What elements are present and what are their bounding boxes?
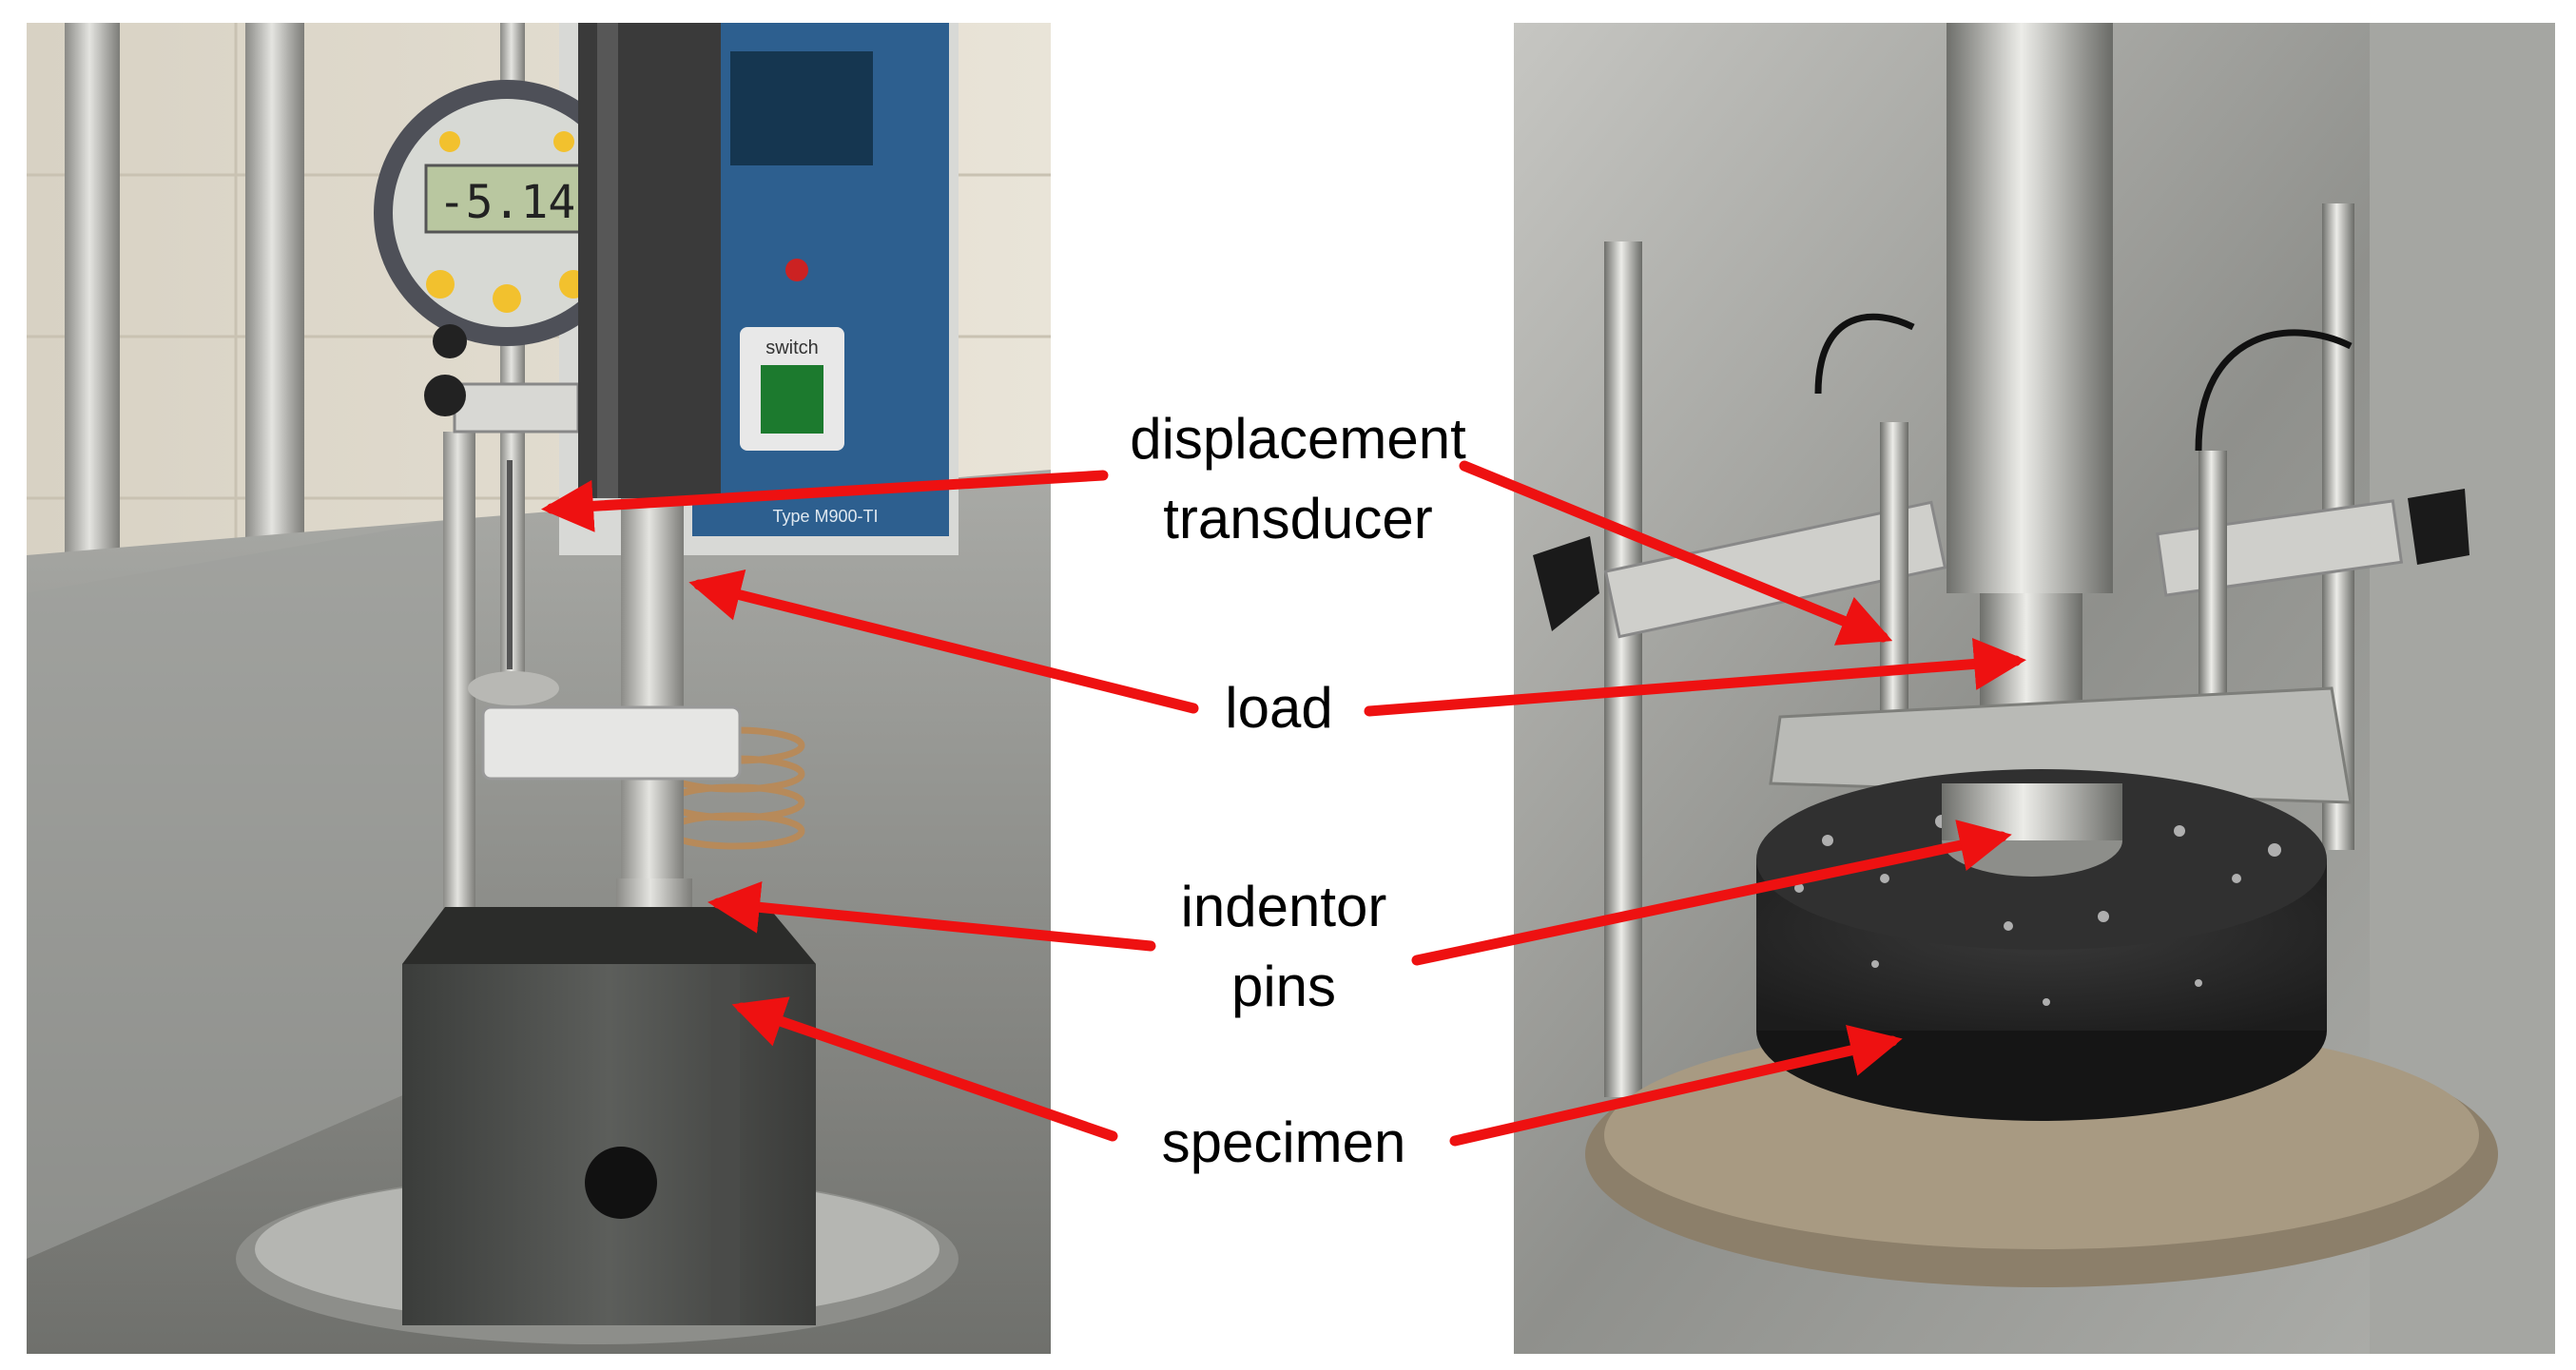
crossbar [481, 705, 742, 781]
right-photo [1514, 23, 2555, 1354]
specimen-clamp-jaw [711, 964, 740, 1325]
left-photo-scene: switch Type M900-TI -5.14 [27, 23, 1051, 1354]
specimen-top-face [402, 907, 816, 964]
gauge-lcd [424, 164, 590, 234]
label-load: load [1203, 668, 1355, 748]
bath-power-switch [761, 365, 823, 434]
label-displacement-transducer: displacement transducer [1108, 399, 1488, 559]
wall-rail [65, 23, 120, 612]
transducer-cable [2195, 329, 2353, 452]
crossbar-nut [468, 671, 559, 705]
label-line: transducer [1163, 487, 1433, 550]
bath-indicator-light [785, 259, 808, 281]
label-line: indentor [1180, 875, 1387, 938]
clamp-knob [433, 324, 467, 358]
displacement-transducer-right [2198, 451, 2227, 736]
clamp-knob [424, 375, 466, 416]
label-line: load [1225, 676, 1333, 740]
label-indentor-pins: indentor pins [1155, 867, 1412, 1027]
gauge-reading: -5.14 [438, 176, 576, 229]
load-column [1947, 23, 2113, 593]
gauge-clamp [453, 382, 580, 434]
gauge-button [439, 131, 460, 152]
bath-display [730, 51, 873, 165]
load-actuator-highlight [597, 23, 618, 498]
guide-rod [1604, 241, 1642, 1097]
left-photo: switch Type M900-TI -5.14 [27, 23, 1051, 1354]
bracket-knob [2408, 489, 2469, 565]
gauge-button [493, 284, 521, 313]
label-line: specimen [1161, 1110, 1406, 1174]
label-specimen: specimen [1117, 1103, 1450, 1183]
sink-wall [27, 517, 464, 1259]
displacement-transducer-left [1880, 422, 1908, 726]
label-line: displacement [1130, 407, 1466, 471]
specimen-clamp-knob [585, 1147, 657, 1219]
reference-plate [1769, 686, 2353, 804]
bath-switch-label: switch [765, 338, 819, 358]
wall-rail [245, 23, 304, 555]
right-photo-scene [1514, 23, 2555, 1354]
gauge-button [426, 270, 455, 299]
specimen-block [402, 964, 816, 1325]
label-line: pins [1230, 955, 1337, 1018]
indentor-pin-body [1942, 783, 2122, 840]
load-rod [621, 498, 684, 907]
transducer-cable [1814, 313, 1915, 395]
gauge-button [553, 131, 574, 152]
bath-model-label: Type M900-TI [772, 507, 878, 526]
